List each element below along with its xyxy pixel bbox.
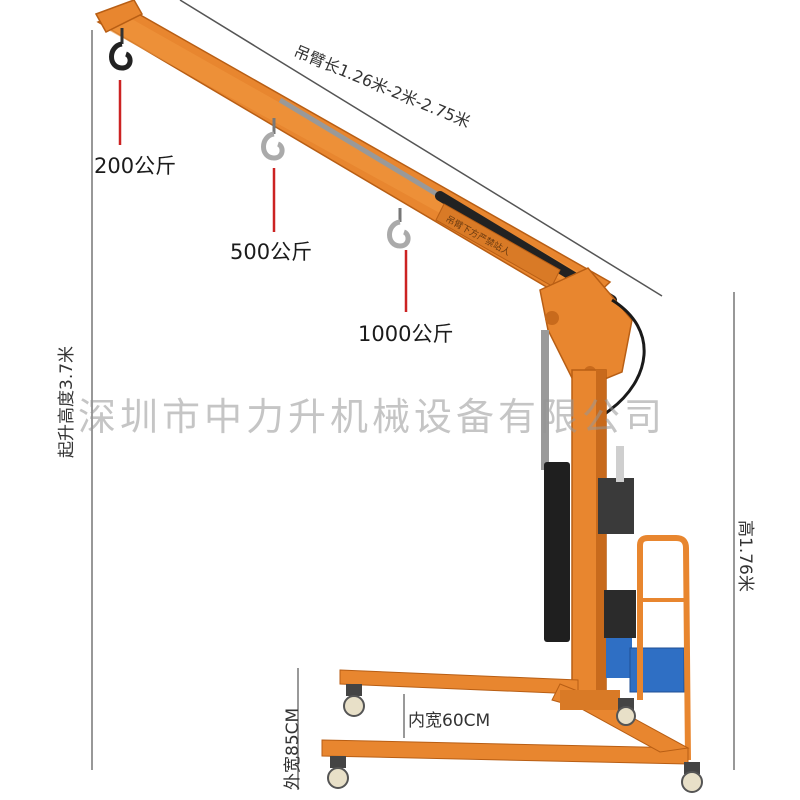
hook-500-icon bbox=[261, 118, 285, 161]
company-watermark: 深圳市中力升机械设备有限公司 bbox=[78, 395, 667, 439]
caster-front-left bbox=[327, 756, 349, 789]
caster-rear-left bbox=[343, 684, 365, 717]
lift-cylinder bbox=[544, 462, 570, 642]
pivot-pin bbox=[545, 311, 559, 325]
outer-width-label: 外宽85CM bbox=[283, 707, 303, 790]
pump-valve bbox=[616, 446, 624, 482]
boom-ram-rod bbox=[278, 97, 442, 199]
load-200-label: 200公斤 bbox=[94, 154, 177, 178]
boom-tip bbox=[94, 0, 144, 33]
mast-base-plate bbox=[560, 690, 620, 710]
mast-shadow bbox=[596, 370, 606, 700]
motor-body bbox=[604, 590, 636, 638]
load-500-label: 500公斤 bbox=[230, 240, 313, 264]
boom-length-dimension-line bbox=[179, 0, 663, 297]
hook-200-icon bbox=[109, 28, 133, 71]
front-leg bbox=[321, 739, 689, 765]
caster-front-right bbox=[681, 762, 703, 793]
height-label: 高1.76米 bbox=[735, 520, 755, 592]
hook-1000-icon bbox=[387, 208, 411, 249]
caster-rear-right bbox=[616, 698, 636, 726]
lift-cylinder-rod bbox=[541, 330, 549, 470]
load-1000-label: 1000公斤 bbox=[358, 322, 454, 346]
hydraulic-pump bbox=[598, 478, 634, 534]
blue-motor bbox=[606, 638, 632, 678]
lift-height-label: 起升高度3.7米 bbox=[57, 345, 77, 458]
rear-leg bbox=[339, 669, 579, 695]
inner-width-label: 内宽60CM bbox=[408, 711, 491, 731]
push-handle bbox=[637, 535, 691, 761]
